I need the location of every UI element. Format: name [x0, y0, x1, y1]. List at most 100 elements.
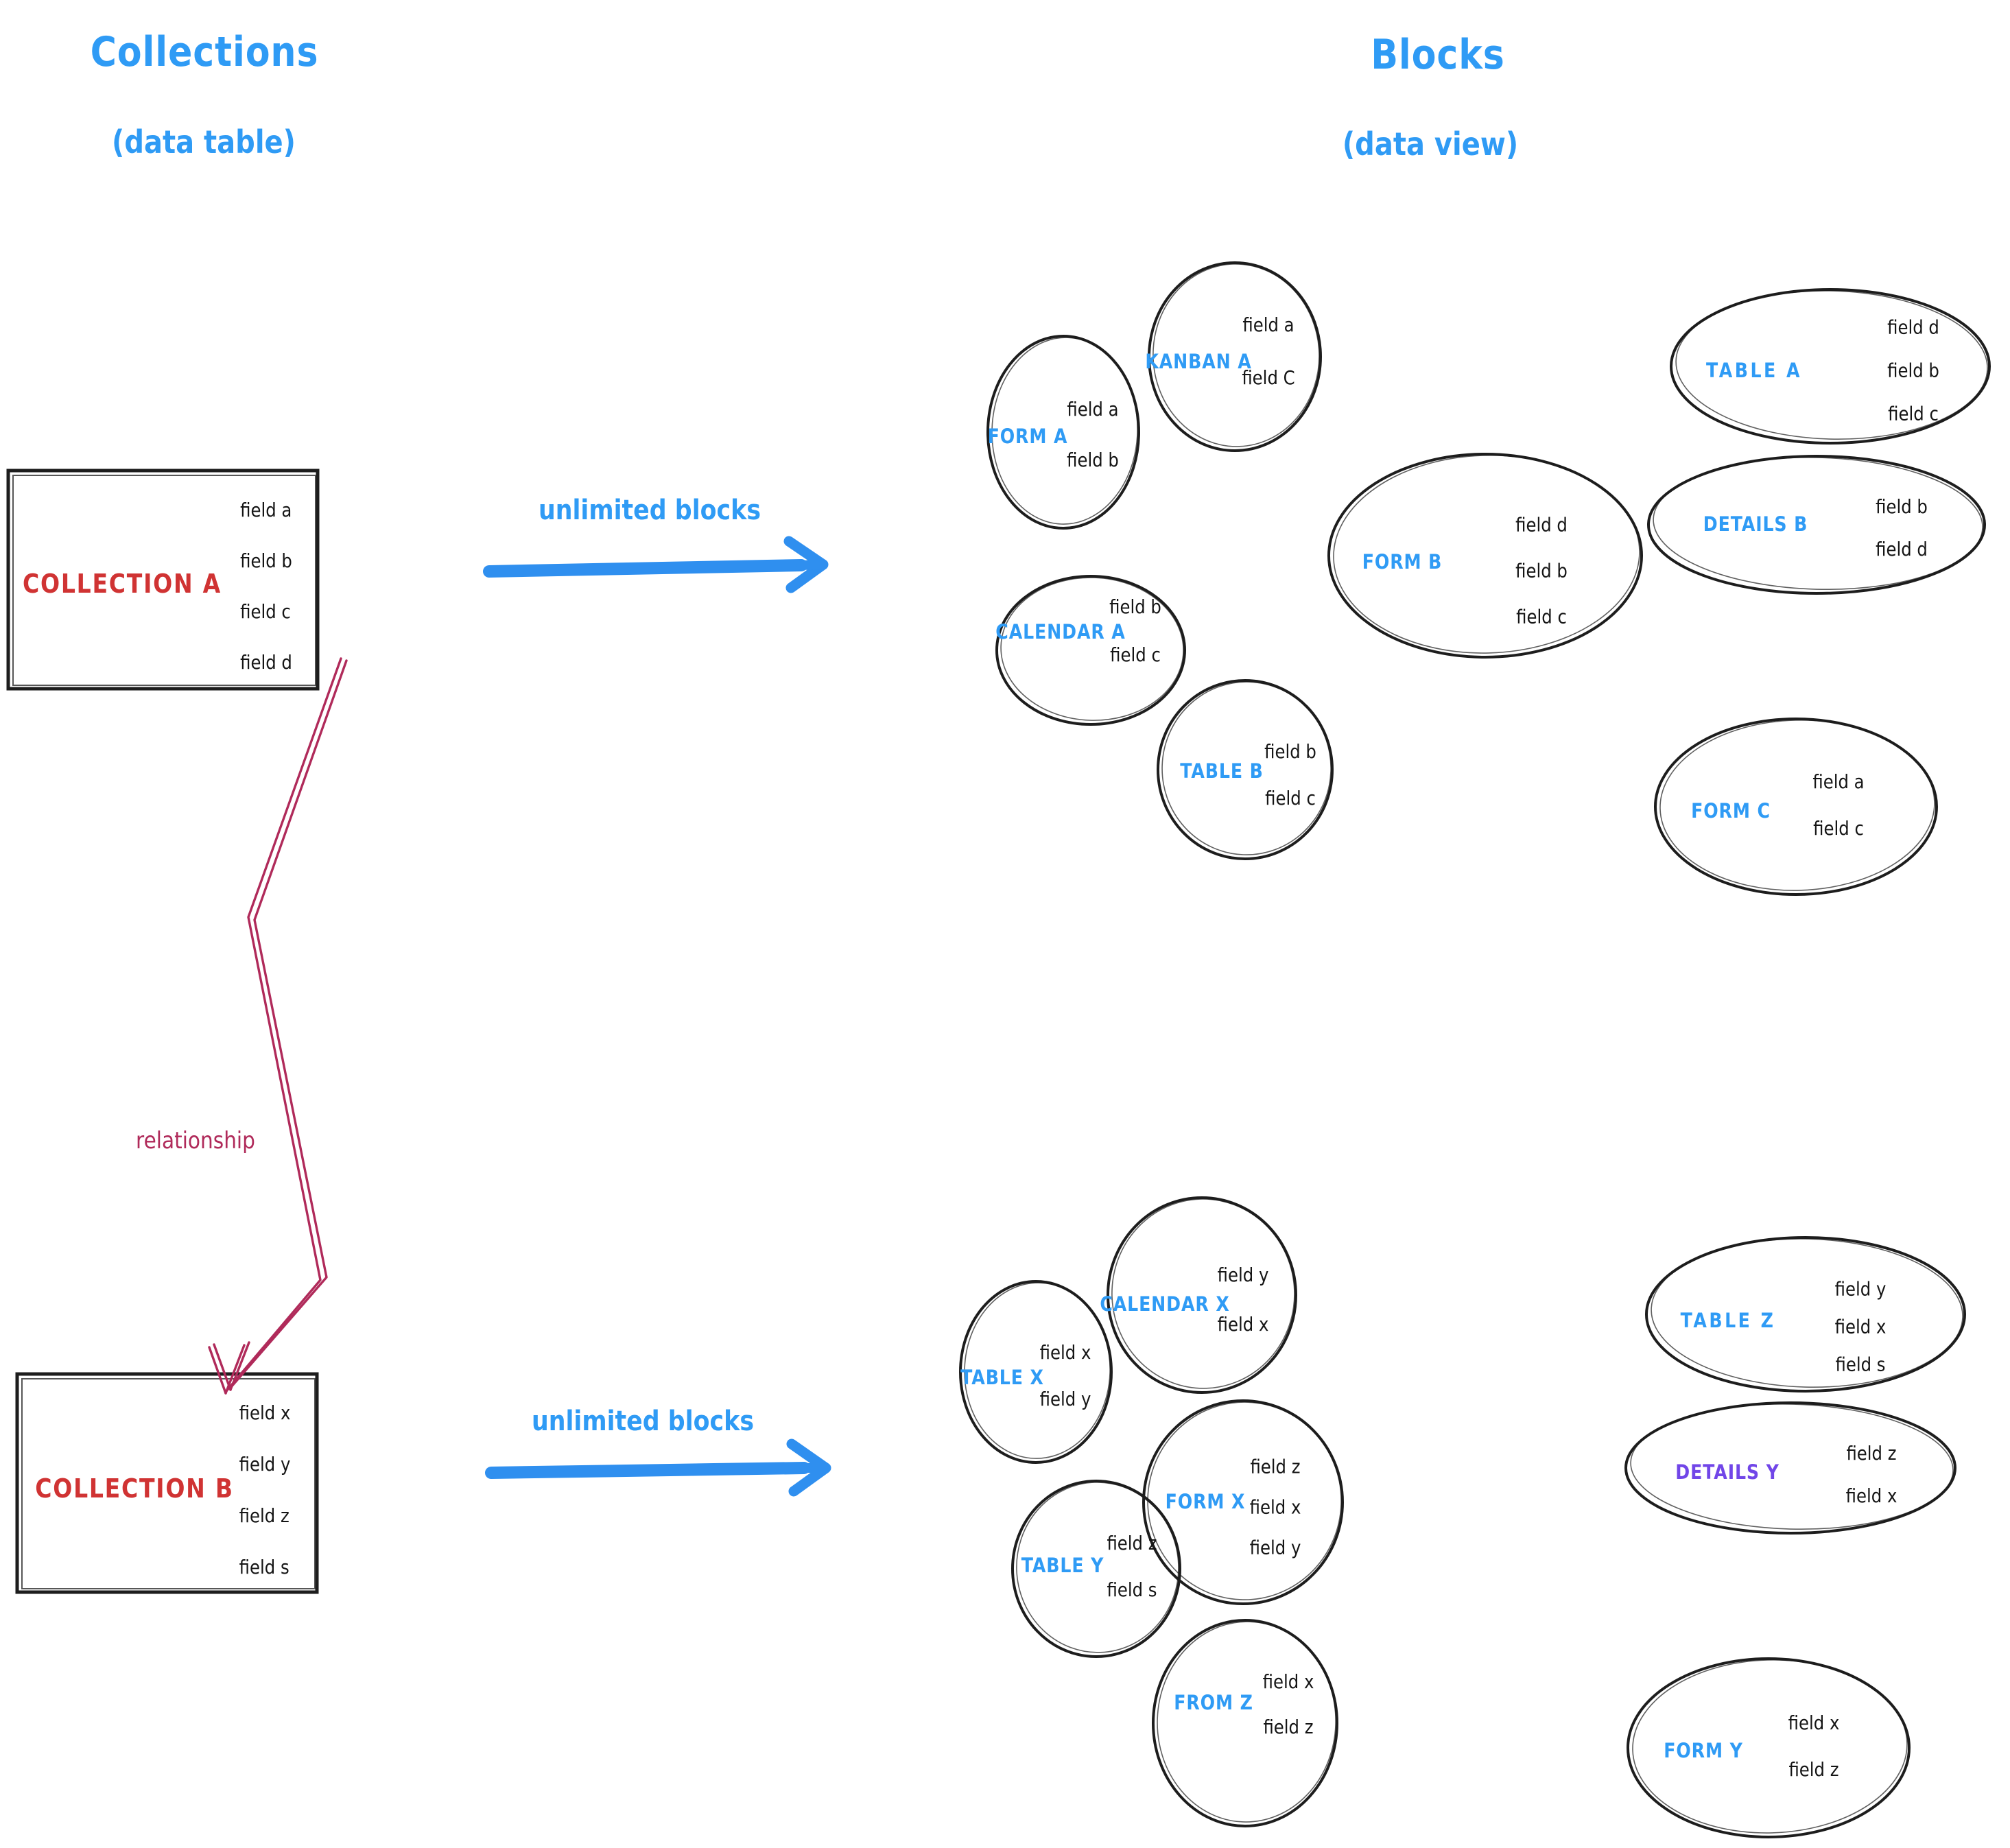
block-table-y-fields: field z field s: [1107, 1520, 1157, 1613]
block-form-x-fields: field z field x field y: [1250, 1447, 1301, 1568]
block-field: field x: [1262, 1670, 1314, 1693]
collections-title: Collections: [90, 28, 319, 76]
block-field: field c: [1110, 643, 1161, 666]
block-form-a-fields: field a field b: [1067, 384, 1119, 486]
block-field: field b: [1876, 495, 1928, 518]
collection-a-field: field d: [240, 651, 292, 674]
block-calendar-a-fields: field b field c: [1109, 583, 1161, 679]
block-form-y-ellipse: [1627, 1657, 1911, 1838]
block-details-y-fields: field z field x: [1846, 1432, 1897, 1517]
block-field: field x: [1845, 1484, 1897, 1507]
block-form-y-fields: field x field z: [1788, 1700, 1840, 1793]
collection-a-fields: field a field b field c field d: [240, 485, 292, 688]
collection-b-name: COLLECTION B: [35, 1473, 234, 1504]
block-form-b-ellipse: [1327, 453, 1643, 659]
relationship-label: relationship: [136, 1127, 255, 1154]
block-table-z-fields: field y field x field s: [1835, 1270, 1887, 1384]
block-field: field a: [1812, 770, 1865, 793]
collection-b-field: field z: [239, 1504, 289, 1527]
block-table-z-label: TABLE Z: [1680, 1309, 1776, 1332]
block-field: field z: [1846, 1442, 1897, 1465]
block-field: field x: [1834, 1315, 1887, 1338]
block-kanban-a-label: KANBAN A: [1145, 350, 1252, 373]
block-table-z-ellipse: [1645, 1236, 1966, 1393]
block-form-x-ellipse: [1142, 1399, 1344, 1605]
block-from-z-fields: field x field z: [1263, 1659, 1314, 1750]
block-table-x-ellipse: [959, 1280, 1113, 1464]
block-field: field a: [1067, 398, 1119, 420]
block-kanban-a-fields: field a field C: [1242, 298, 1294, 404]
block-field: field z: [1250, 1455, 1301, 1478]
block-form-x-label: FORM X: [1165, 1490, 1246, 1513]
collection-a-box: [6, 469, 320, 691]
block-from-z-ellipse: [1152, 1619, 1338, 1827]
block-form-c-ellipse: [1654, 718, 1938, 896]
collection-b-box: [15, 1372, 319, 1594]
block-field: field c: [1888, 402, 1939, 425]
block-details-b-fields: field b field d: [1876, 486, 1928, 571]
block-calendar-x-fields: field y field x: [1218, 1251, 1269, 1349]
block-calendar-a-label: CALENDAR A: [995, 620, 1126, 643]
block-table-b-ellipse: [1157, 679, 1334, 860]
blocks-subtitle: (data view): [1342, 126, 1519, 163]
collections-subtitle: (data table): [112, 123, 296, 161]
block-form-b-fields: field d field b field c: [1515, 502, 1568, 640]
collection-b-field: field y: [239, 1453, 291, 1476]
block-table-b-label: TABLE B: [1180, 759, 1264, 783]
block-table-a-ellipse: [1670, 288, 1991, 445]
block-field: field s: [1107, 1578, 1157, 1601]
block-from-z-label: FROM Z: [1174, 1691, 1253, 1714]
block-field: field b: [1264, 740, 1316, 763]
unlimited-blocks-label-bottom: unlimited blocks: [531, 1406, 755, 1437]
block-field: field y: [1834, 1277, 1887, 1301]
relationship-arrow: [208, 657, 348, 1395]
block-field: field c: [1813, 817, 1864, 840]
unlimited-blocks-arrow-top: [483, 536, 829, 593]
block-field: field x: [1217, 1313, 1269, 1336]
block-field: field d: [1876, 538, 1928, 560]
block-details-y-label: DETAILS Y: [1675, 1460, 1780, 1484]
block-field: field b: [1109, 595, 1161, 618]
block-form-a-ellipse: [986, 335, 1140, 530]
block-field: field x: [1788, 1711, 1840, 1734]
blocks-title: Blocks: [1371, 31, 1505, 79]
block-form-a-label: FORM A: [987, 425, 1068, 448]
block-field: field c: [1265, 787, 1316, 809]
unlimited-blocks-label-top: unlimited blocks: [538, 495, 761, 526]
block-table-x-label: TABLE X: [960, 1366, 1044, 1389]
collection-b-fields: field x field y field z field s: [239, 1387, 291, 1593]
block-details-b-label: DETAILS B: [1703, 512, 1808, 536]
block-field: field C: [1242, 366, 1295, 389]
block-form-c-label: FORM C: [1691, 799, 1771, 822]
block-kanban-a-ellipse: [1148, 261, 1322, 452]
block-calendar-x-ellipse: [1107, 1196, 1297, 1394]
block-field: field x: [1039, 1341, 1091, 1364]
block-form-b-label: FORM B: [1362, 550, 1443, 573]
block-form-c-fields: field a field c: [1812, 759, 1864, 852]
block-form-y-label: FORM Y: [1664, 1739, 1743, 1762]
block-table-b-fields: field b field c: [1264, 728, 1316, 822]
block-field: field b: [1515, 559, 1568, 582]
block-field: field y: [1039, 1388, 1091, 1410]
block-field: field y: [1217, 1264, 1269, 1286]
block-field: field b: [1887, 359, 1939, 382]
block-field: field x: [1249, 1495, 1301, 1519]
collection-a-field: field b: [240, 549, 292, 572]
block-calendar-a-ellipse: [995, 575, 1186, 726]
block-field: field z: [1788, 1758, 1839, 1781]
block-field: field z: [1263, 1716, 1314, 1738]
block-field: field a: [1242, 313, 1294, 336]
block-field: field y: [1249, 1536, 1301, 1559]
block-table-y-label: TABLE Y: [1021, 1554, 1104, 1577]
collection-a-field: field c: [240, 600, 291, 623]
block-calendar-x-label: CALENDAR X: [1100, 1292, 1230, 1316]
block-field: field s: [1835, 1353, 1886, 1376]
collection-b-field: field s: [239, 1556, 289, 1578]
unlimited-blocks-arrow-bottom: [485, 1438, 831, 1497]
block-table-y-ellipse: [1011, 1480, 1181, 1658]
block-field: field d: [1515, 513, 1568, 536]
block-field: field d: [1887, 316, 1939, 339]
collection-b-field: field x: [239, 1401, 291, 1424]
